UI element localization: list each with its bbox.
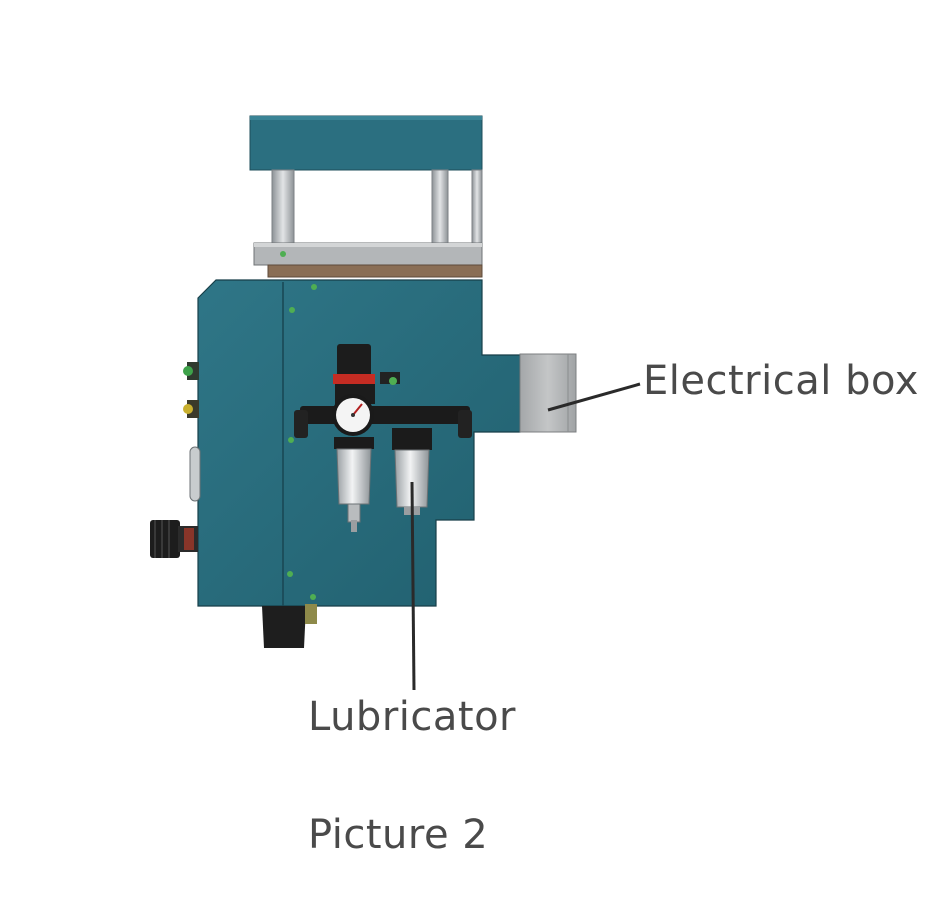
lubricator-label: Lubricator <box>308 694 516 740</box>
top-platen <box>249 115 483 171</box>
picture-caption: Picture 2 <box>308 812 489 858</box>
frl-unit <box>294 344 472 532</box>
electrical-box-label: Electrical box <box>643 358 919 404</box>
electrical-box-leader <box>547 382 641 412</box>
bottom-foot <box>262 604 317 648</box>
lubricator-leader <box>410 481 416 691</box>
guide-rods <box>271 169 483 245</box>
lower-plate <box>253 242 483 278</box>
electrical-box <box>519 353 577 433</box>
side-controls <box>150 362 201 558</box>
